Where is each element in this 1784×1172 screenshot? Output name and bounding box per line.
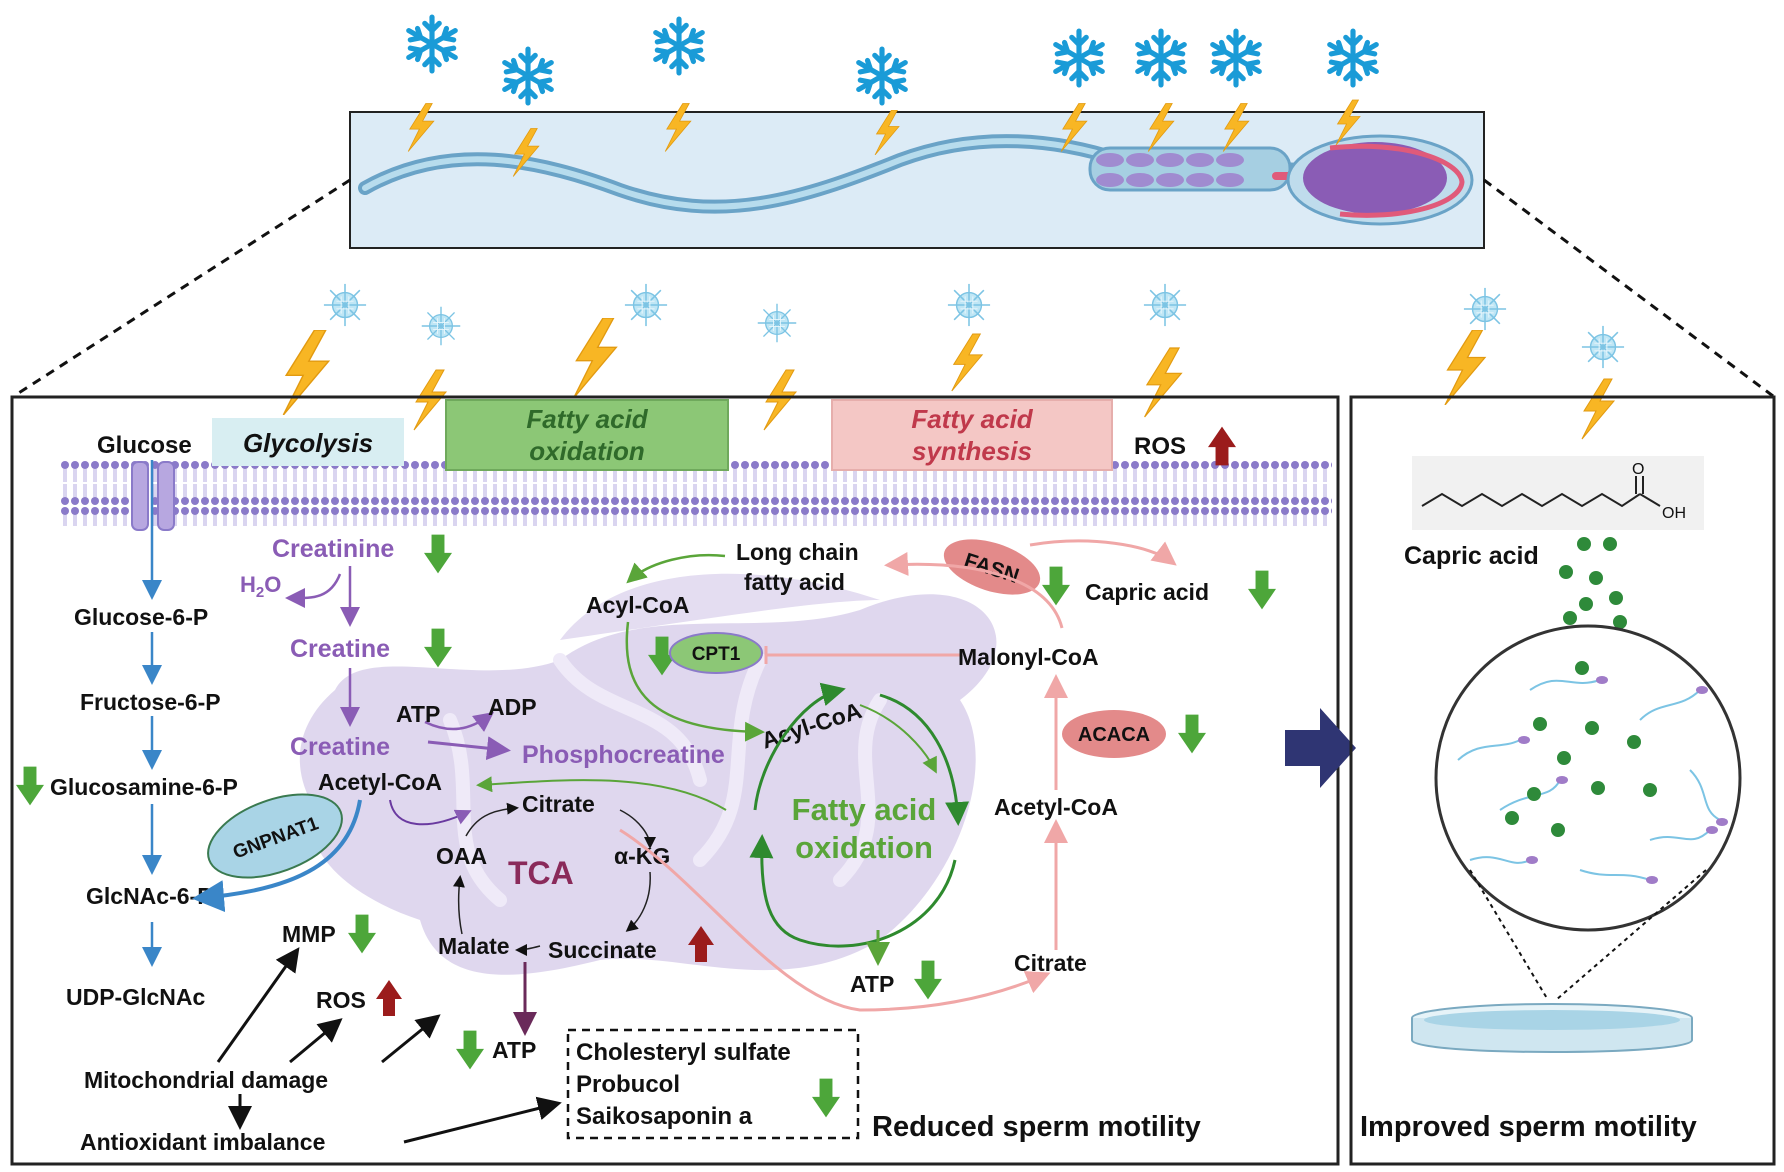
- fao-label-line2: oxidation: [795, 830, 933, 865]
- fao-cycle-arrows: [476, 682, 970, 948]
- creatine-label-1: Creatine: [290, 635, 390, 663]
- down-arrow-icon: [424, 534, 452, 574]
- fas-banner: [831, 399, 1113, 471]
- fas-arrows: [619, 539, 1177, 1012]
- glycolysis-banner: [212, 418, 404, 466]
- fao-label-line1: Fatty acid: [792, 792, 937, 827]
- atp-label-creatine: ATP: [396, 701, 440, 727]
- long-chain-label-2: fatty acid: [744, 569, 845, 595]
- up-arrow-icon: [1208, 426, 1236, 466]
- glycolysis-label: Glycolysis: [243, 428, 373, 458]
- down-arrow-icon: [1178, 714, 1206, 754]
- creatinine-label: Creatinine: [272, 535, 394, 563]
- gnpnat1-enzyme: [207, 793, 343, 879]
- acaca-enzyme: [1062, 710, 1166, 758]
- sperm-panel: [349, 111, 1485, 249]
- down-arrow-icon: [456, 1030, 484, 1070]
- up-arrow-icon: [376, 980, 402, 1016]
- zoom-cone: [1469, 869, 1707, 1001]
- down-arrow-icon: [348, 914, 376, 954]
- compound-2: Probucol: [576, 1071, 680, 1098]
- down-arrow-icon: [424, 628, 452, 668]
- creatine-label-2: Creatine: [290, 733, 390, 761]
- cpt1-enzyme: [669, 632, 763, 674]
- fao-banner-line2: oxidation: [529, 436, 645, 466]
- down-arrow-icon: [812, 1078, 840, 1118]
- tca-cycle-arrows: [452, 802, 656, 956]
- capric-particles: [1559, 537, 1627, 629]
- down-arrow-icon: [1248, 570, 1276, 610]
- reduced-motility-label: Reduced sperm motility: [872, 1111, 1201, 1143]
- fao-banner-line1: Fatty acid: [526, 404, 648, 434]
- treatment-panel: [1349, 395, 1776, 1166]
- petri-dish-icon: [1411, 1003, 1693, 1053]
- glucose-transporter-icon: [131, 461, 175, 531]
- glucosamine-6-p-label: Glucosamine-6-P: [50, 774, 238, 800]
- atp-label-fao: ATP: [850, 971, 894, 997]
- citrate-label-tca: Citrate: [522, 791, 595, 817]
- damage-arrows: [216, 947, 562, 1144]
- creatine-arrows: [285, 566, 511, 761]
- acetyl-coa-to-citrate-arrow: [389, 799, 472, 826]
- glucose-label: Glucose: [97, 432, 192, 459]
- cpt1-label: CPT1: [692, 644, 741, 665]
- fao-banner: [445, 399, 729, 471]
- succinate-label: Succinate: [548, 937, 657, 963]
- magnified-view-icon: [1434, 624, 1742, 932]
- capric-acid-structure-icon: O OH: [1412, 456, 1704, 530]
- svg-text:OH: OH: [1662, 505, 1686, 522]
- glcnac-6-p-label: GlcNAc-6-P: [86, 883, 213, 909]
- citrate-label-fas: Citrate: [1014, 950, 1087, 976]
- mmp-label: MMP: [282, 921, 336, 947]
- sperm-icon: [358, 134, 1474, 226]
- oaa-label: OAA: [436, 843, 487, 869]
- antioxidant-imbalance-label: Antioxidant imbalance: [80, 1129, 325, 1155]
- capric-acid-label-treatment: Capric acid: [1404, 542, 1539, 570]
- phosphocreatine-label: Phosphocreatine: [522, 741, 725, 769]
- tca-label: TCA: [508, 855, 574, 891]
- acetyl-coa-label-tca: Acetyl-CoA: [318, 769, 442, 795]
- down-arrow-icon: [16, 766, 44, 806]
- compounds-box: [566, 1028, 860, 1140]
- svg-text:O: O: [1632, 461, 1644, 478]
- improved-motility-label: Improved sperm motility: [1360, 1111, 1697, 1143]
- ros-top-label: ROS: [1134, 433, 1186, 460]
- zoom-lines: [13, 178, 1774, 398]
- acaca-label: ACACA: [1078, 724, 1150, 746]
- snowflake-icon: [409, 17, 1377, 103]
- gnpnat1-arrow: [192, 799, 362, 913]
- malate-label: Malate: [438, 933, 510, 959]
- adp-label: ADP: [488, 694, 537, 720]
- fas-banner-line2: synthesis: [912, 436, 1032, 466]
- compound-3: Saikosaponin a: [576, 1103, 753, 1130]
- acyl-coa-transport-arrow: [625, 621, 765, 742]
- long-chain-to-acyl-arrow: [626, 553, 726, 584]
- acyl-coa-label-outer: Acyl-CoA: [586, 592, 690, 618]
- down-arrow-icon: [914, 960, 942, 1000]
- main-panel: [10, 395, 1340, 1166]
- mitochondrial-damage-label: Mitochondrial damage: [84, 1067, 328, 1093]
- fas-banner-line1: Fatty acid: [911, 404, 1033, 434]
- long-chain-label-1: Long chain: [736, 539, 859, 565]
- malonyl-coa-label: Malonyl-CoA: [958, 644, 1099, 670]
- acetyl-coa-label-fas: Acetyl-CoA: [994, 794, 1118, 820]
- transition-arrow: [1285, 708, 1356, 788]
- compound-1: Cholesteryl sulfate: [576, 1039, 791, 1066]
- udp-glcnac-label: UDP-GlcNAc: [66, 984, 206, 1010]
- atp-label-tca: ATP: [492, 1037, 536, 1063]
- glucose-6-p-label: Glucose-6-P: [74, 604, 208, 630]
- fructose-6-p-label: Fructose-6-P: [80, 689, 221, 715]
- ros-label-damage: ROS: [316, 987, 366, 1013]
- capric-acid-label-fas: Capric acid: [1085, 579, 1209, 605]
- h2o-label: H2O: [240, 572, 281, 601]
